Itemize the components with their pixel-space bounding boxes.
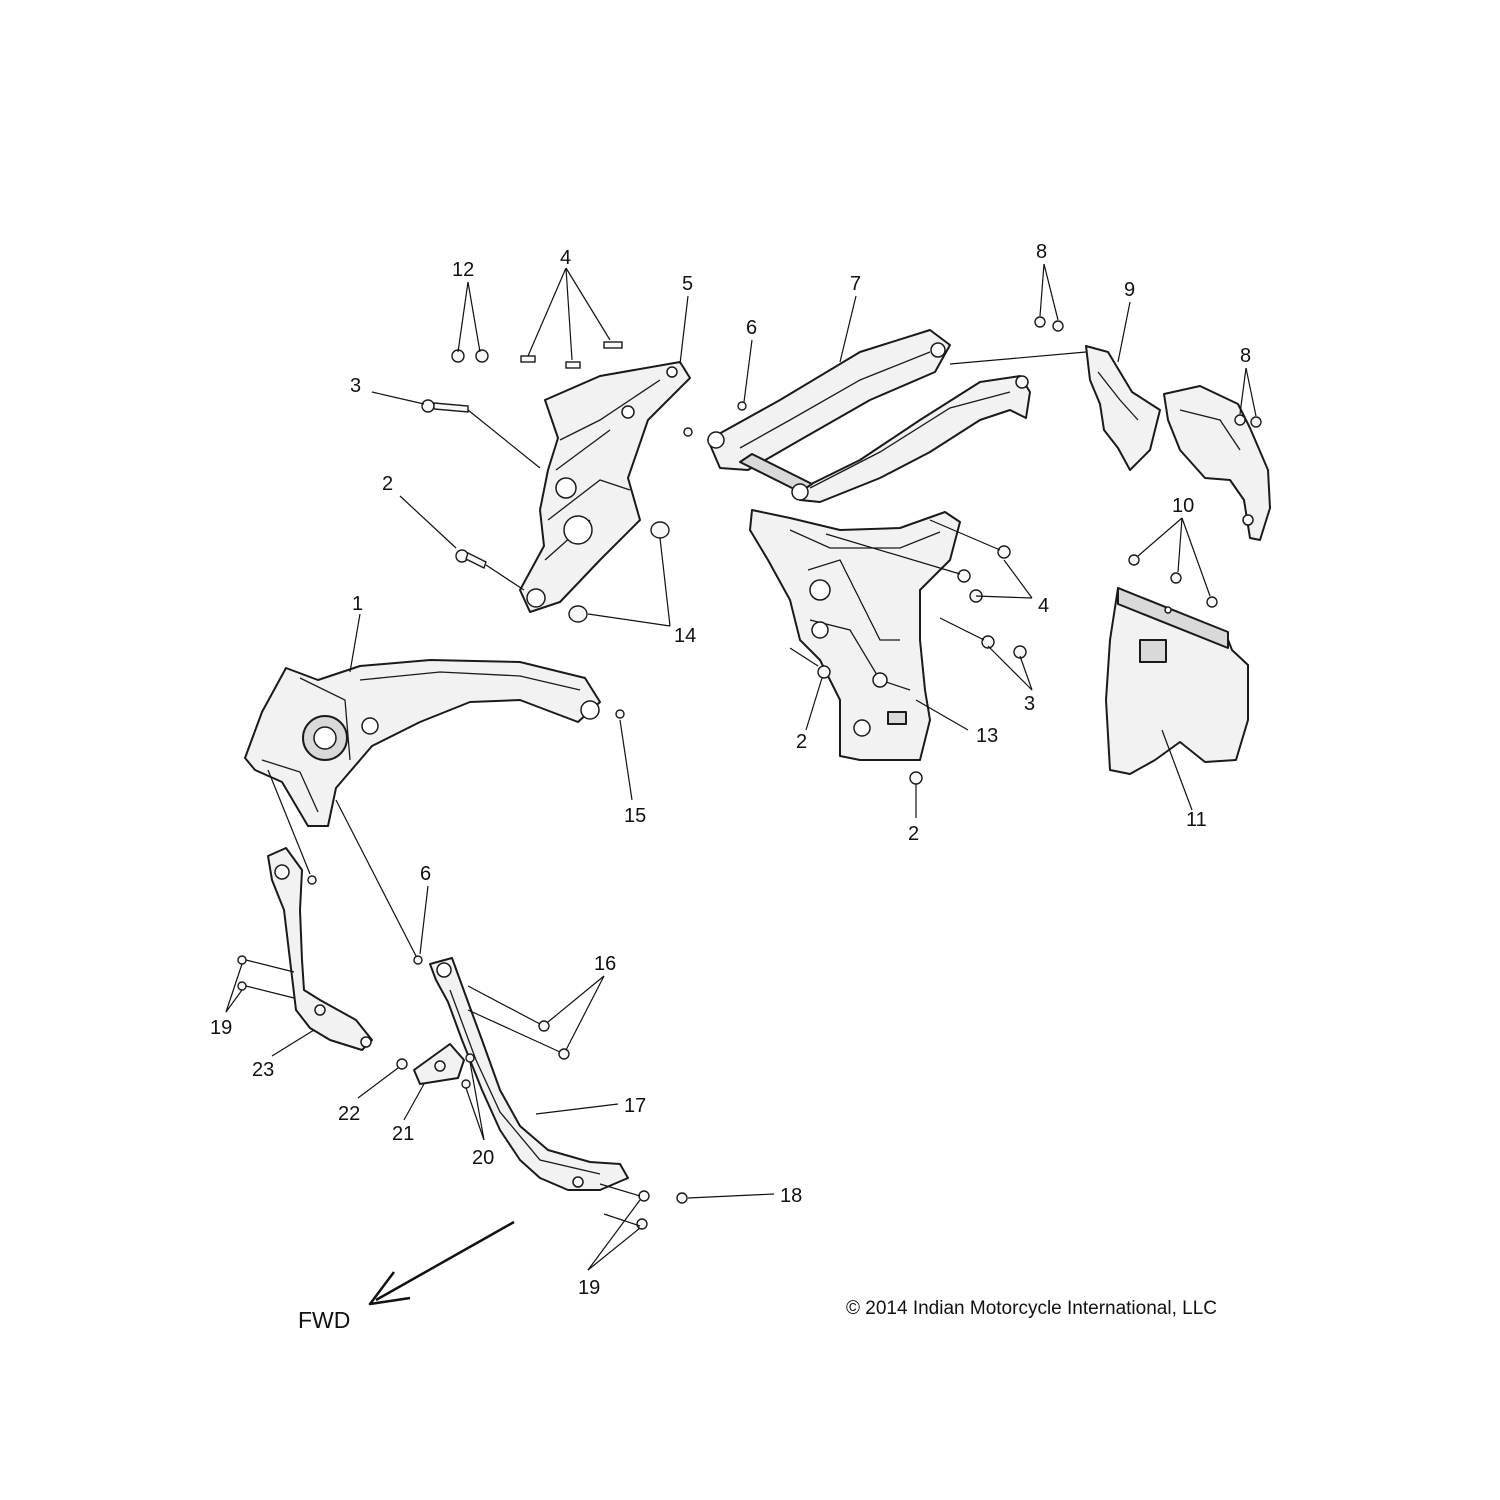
callout-18: 18 bbox=[780, 1185, 802, 1207]
callout-2: 2 bbox=[796, 731, 807, 753]
upper-frame-part-7 bbox=[707, 329, 1031, 503]
callout-15: 15 bbox=[624, 805, 646, 827]
bracket-plate-part-5 bbox=[519, 361, 691, 613]
callout-19: 19 bbox=[210, 1017, 232, 1039]
down-tube-part-17 bbox=[429, 957, 629, 1191]
callout-16: 16 bbox=[594, 953, 616, 975]
main-frame-part-1 bbox=[244, 659, 601, 827]
callout-3: 3 bbox=[1024, 693, 1035, 715]
copyright-notice: © 2014 Indian Motorcycle International, … bbox=[846, 1298, 1217, 1319]
callout-8: 8 bbox=[1240, 345, 1251, 367]
callout-labels: 1 2 2 2 3 3 4 4 5 6 6 7 8 8 9 10 11 12 1… bbox=[210, 241, 1251, 1299]
lower-tube-part-23 bbox=[267, 847, 373, 1051]
callout-6: 6 bbox=[420, 863, 431, 885]
callout-9: 9 bbox=[1124, 279, 1135, 301]
callout-13: 13 bbox=[976, 725, 998, 747]
callout-2: 2 bbox=[908, 823, 919, 845]
callout-2: 2 bbox=[382, 473, 393, 495]
callout-19: 19 bbox=[578, 1277, 600, 1299]
leader-lines bbox=[225, 263, 1257, 1271]
callout-10: 10 bbox=[1172, 495, 1194, 517]
callout-17: 17 bbox=[624, 1095, 646, 1117]
callout-11: 11 bbox=[1186, 809, 1207, 831]
callout-7: 7 bbox=[850, 273, 861, 295]
callout-8: 8 bbox=[1036, 241, 1047, 263]
callout-4: 4 bbox=[1038, 595, 1049, 617]
callout-20: 20 bbox=[472, 1147, 494, 1169]
forward-direction-arrow: FWD bbox=[298, 1220, 515, 1333]
rear-bracket-part-9 bbox=[1085, 345, 1271, 541]
plate-part-21 bbox=[413, 1043, 465, 1085]
side-bracket-part-13 bbox=[749, 509, 961, 761]
callout-4: 4 bbox=[560, 247, 571, 269]
callout-6: 6 bbox=[746, 317, 757, 339]
fwd-label: FWD bbox=[298, 1307, 350, 1333]
callout-23: 23 bbox=[252, 1059, 274, 1081]
callout-5: 5 bbox=[682, 273, 693, 295]
callout-22: 22 bbox=[338, 1103, 360, 1125]
callout-21: 21 bbox=[392, 1123, 414, 1145]
callout-1: 1 bbox=[352, 593, 363, 615]
callout-14: 14 bbox=[674, 625, 696, 647]
callout-3: 3 bbox=[350, 375, 361, 397]
callout-12: 12 bbox=[452, 259, 474, 281]
fender-panel-part-11 bbox=[1105, 587, 1249, 775]
